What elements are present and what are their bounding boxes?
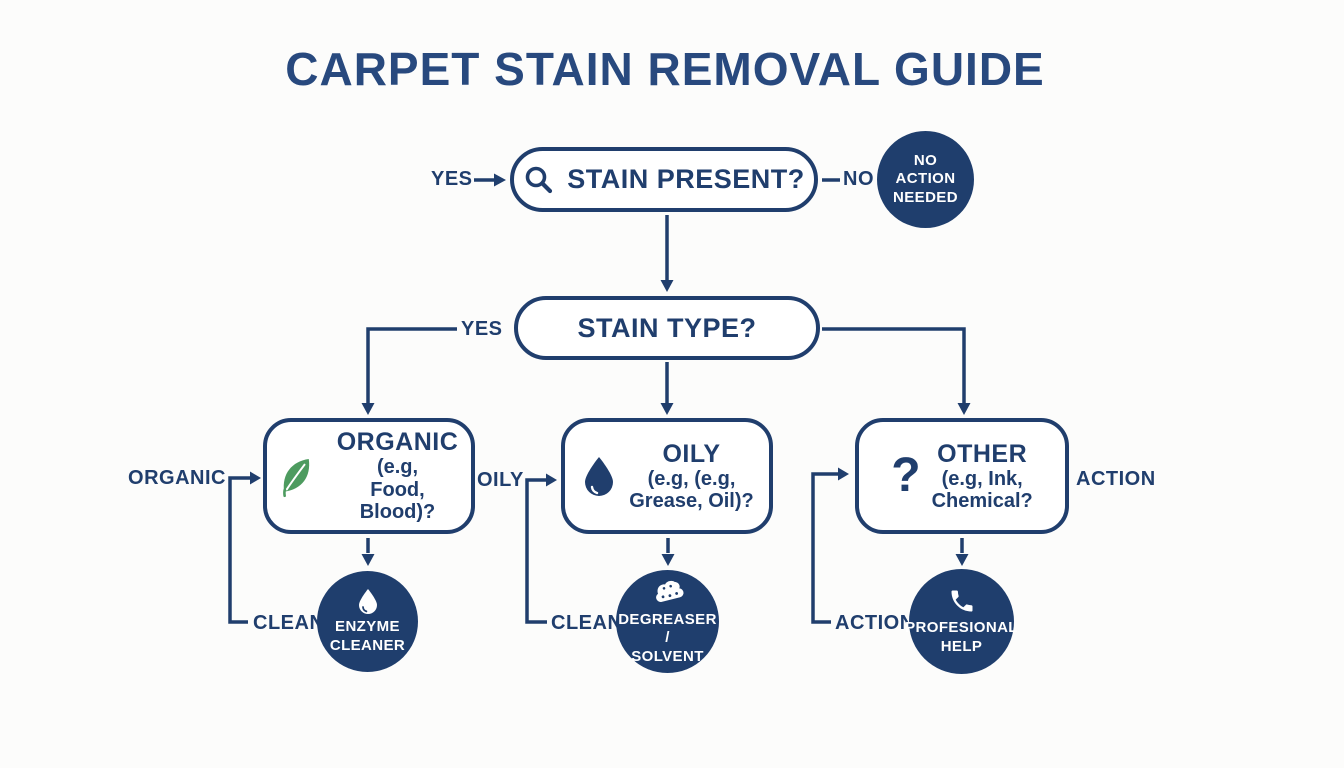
node-other: ? OTHER (e.g, Ink, Chemical? — [855, 418, 1069, 534]
node-oily: OILY (e.g, (e.g, Grease, Oil)? — [561, 418, 773, 534]
oily-sub2: Grease, Oil)? — [629, 490, 754, 512]
node-stain-present: STAIN PRESENT? — [510, 147, 818, 212]
enzyme-line1: ENZYME — [335, 618, 400, 636]
page-title: CARPET STAIN REMOVAL GUIDE — [285, 43, 1045, 95]
other-title: OTHER — [937, 439, 1028, 468]
professional-line1: PROFESIONAL — [905, 619, 1018, 637]
edge-label-oily: OILY — [477, 469, 524, 491]
phone-icon — [948, 587, 976, 615]
node-no-action-needed: NO ACTION NEEDED — [877, 131, 974, 228]
node-degreaser-solvent: DEGREASER / SOLVENT — [616, 570, 719, 673]
other-sub1: (e.g, Ink, — [941, 467, 1023, 490]
node-stain-type: STAIN TYPE? — [514, 296, 820, 360]
node-professional-help: PROFESIONAL HELP — [905, 569, 1017, 674]
edge-label-clean-oily: CLEAN — [551, 612, 623, 634]
other-sub2: Chemical? — [931, 490, 1033, 512]
node-stain-type-label: STAIN TYPE? — [577, 312, 757, 343]
edge-label-action-right: ACTION — [1076, 468, 1156, 490]
drop-icon — [580, 454, 618, 498]
node-stain-present-label: STAIN PRESENT? — [567, 164, 805, 194]
no-action-line1: NO — [913, 152, 938, 170]
no-action-line3: NEEDED — [893, 188, 958, 206]
organic-sub1: (e.g, — [376, 456, 419, 479]
organic-title: ORGANIC — [336, 428, 459, 457]
node-organic: ORGANIC (e.g, Food, Blood)? — [263, 418, 475, 534]
edge-label-yes-stain-type: YES — [461, 318, 503, 340]
edge-label-no: NO — [843, 168, 874, 190]
magnifier-icon — [523, 164, 555, 196]
sponge-icon — [648, 577, 688, 607]
drop-icon — [357, 588, 379, 615]
leaf-icon — [273, 453, 319, 499]
edge-label-organic: ORGANIC — [128, 467, 226, 489]
enzyme-line2: CLEANER — [329, 636, 406, 654]
degreaser-line2: SOLVENT — [631, 647, 704, 665]
degreaser-line1: DEGREASER / — [618, 611, 717, 647]
node-enzyme-cleaner: ENZYME CLEANER — [317, 571, 418, 672]
question-icon: ? — [891, 449, 921, 502]
edge-label-action-other: ACTION — [835, 612, 915, 634]
oily-title: OILY — [662, 439, 721, 468]
edge-label-yes-top: YES — [431, 168, 473, 190]
organic-sub2: Food, Blood)? — [359, 478, 436, 524]
no-action-line2: ACTION — [895, 170, 956, 188]
edge-label-clean-organic: CLEAN — [253, 612, 325, 634]
professional-line2: HELP — [940, 637, 983, 655]
oily-sub1: (e.g, (e.g, — [647, 467, 736, 490]
